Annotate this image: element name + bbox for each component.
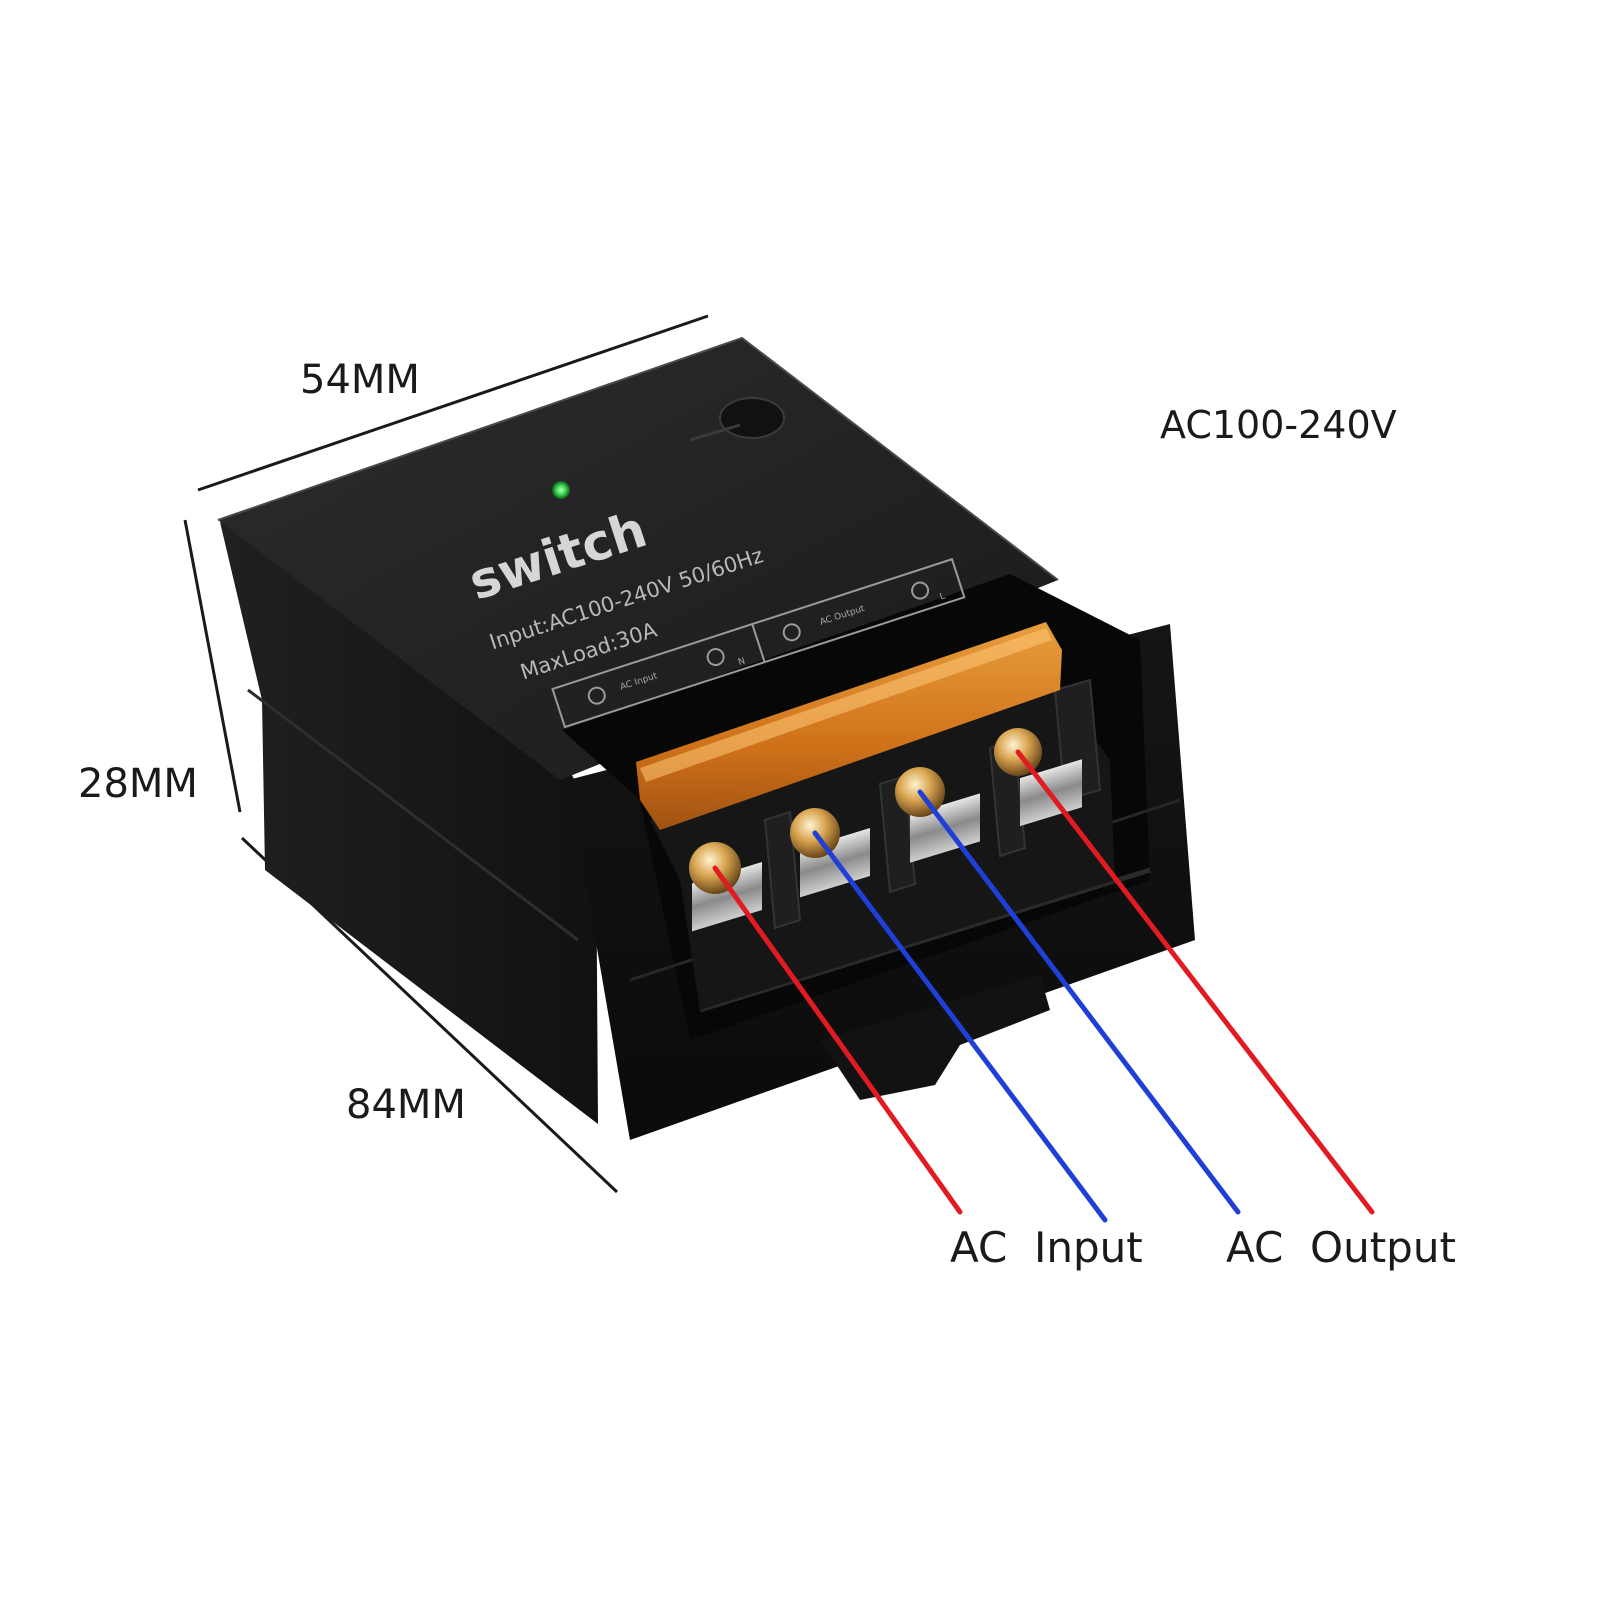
terminal-cover: [636, 622, 1062, 830]
height-dimension-label: 28MM: [78, 761, 198, 807]
module-top-face: [218, 338, 1058, 780]
height-dimension-line: [183, 519, 242, 813]
legend-l-label: L: [939, 591, 947, 602]
depth-dimension-label: 84MM: [346, 1082, 466, 1128]
pair-button-groove: [689, 423, 741, 442]
width-dimension-line: [197, 314, 709, 492]
side-seam: [247, 688, 579, 942]
legend-divider: [751, 623, 766, 663]
output-live-wire: [1015, 749, 1375, 1215]
legend-screw-icon: [706, 648, 725, 667]
terminal-dividers: [763, 678, 1102, 930]
output-neutral-wire: [917, 789, 1241, 1215]
top-edge-highlight: [217, 336, 1059, 581]
mounting-foot: [820, 975, 1050, 1100]
led-indicator-icon: [552, 481, 570, 499]
terminal-divider: [763, 810, 802, 930]
wires: [712, 749, 1375, 1223]
switch-module: switch Input:AC100-240V 50/60Hz MaxLoad:…: [217, 336, 1195, 1140]
legend-screw-icon: [782, 623, 801, 642]
pair-button-icon: [719, 397, 785, 439]
legend-screw-icon: [587, 686, 606, 705]
width-dimension-label: 54MM: [300, 357, 420, 403]
ac-input-label: AC Input: [950, 1223, 1143, 1272]
terminal-cover-highlight: [640, 628, 1052, 782]
input-live-wire: [712, 865, 963, 1215]
legend-n-label: N: [737, 656, 746, 668]
input-neutral-wire: [812, 830, 1108, 1223]
voltage-spec-label: AC100-240V: [1160, 403, 1397, 447]
ac-output-label: AC Output: [1226, 1223, 1456, 1272]
foot-seam: [699, 867, 1151, 1013]
legend-screw-icon: [911, 581, 930, 600]
